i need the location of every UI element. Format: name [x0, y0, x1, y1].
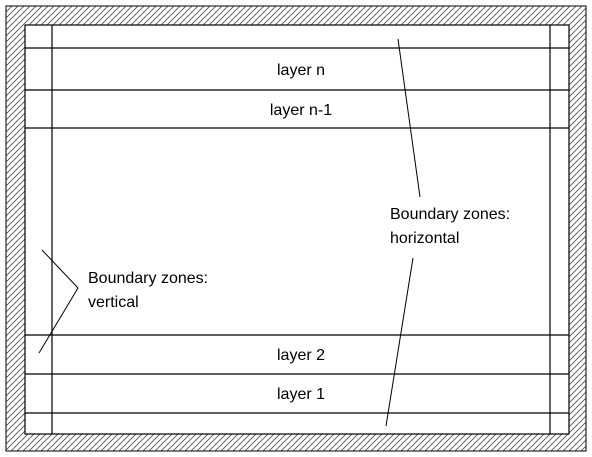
horizontal-annotation-line1: Boundary zones:	[390, 206, 510, 223]
vertical-annotation-leader-lower	[38, 287, 79, 354]
horizontal-annotation-leader-bottom	[385, 257, 414, 427]
vertical-annotation-line1: Boundary zones:	[88, 270, 208, 287]
vertical-annotation-line2: vertical	[88, 294, 139, 311]
vertical-annotation-leader-upper	[41, 249, 79, 289]
horizontal-annotation-line2: horizontal	[390, 230, 459, 247]
layer-n-minus-1-label: layer n-1	[270, 102, 332, 119]
layer-1-label: layer 1	[277, 386, 325, 403]
domain-interior	[24, 24, 570, 435]
layer-2-label: layer 2	[277, 347, 325, 364]
horizontal-annotation-leader-top	[397, 38, 421, 198]
layer-n-label: layer n	[277, 62, 325, 79]
